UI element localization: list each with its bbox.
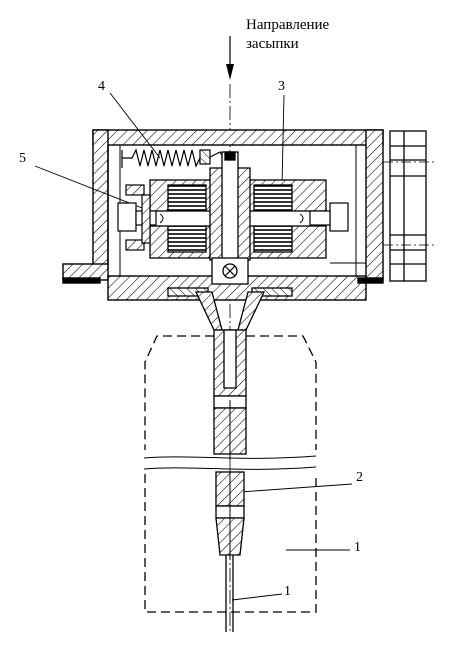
spring	[121, 148, 226, 168]
sensing-rod	[225, 555, 234, 632]
probe-tube	[213, 329, 247, 460]
direction-caption-line2: засыпки	[246, 36, 299, 52]
label-1-bottom: 1	[284, 584, 291, 599]
label-1-right: 1	[354, 540, 361, 555]
label-5: 5	[19, 151, 26, 166]
leader-lines	[34, 92, 353, 601]
break-lines	[143, 455, 317, 470]
terminal-block	[383, 130, 436, 282]
central-shaft	[209, 151, 251, 285]
label-4: 4	[98, 79, 105, 94]
probe-lower	[215, 471, 245, 560]
side-screws	[117, 184, 349, 251]
direction-caption-line1: Направление	[246, 17, 330, 33]
bin-contour	[144, 335, 317, 613]
label-2: 2	[356, 470, 363, 485]
label-3: 3	[278, 79, 285, 94]
feed-direction-arrow	[226, 36, 234, 80]
